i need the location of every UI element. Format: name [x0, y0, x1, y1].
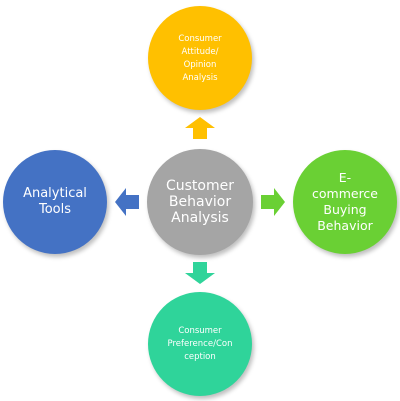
arrow-down-shape: [185, 262, 215, 284]
node-ecommerce-buying-behavior-label: E- commerce Buying Behavior: [312, 170, 378, 233]
arrow-right-shape: [261, 188, 285, 216]
node-consumer-attitude-label: Consumer Attitude/ Opinion Analysis: [178, 34, 222, 83]
node-consumer-preference: Consumer Preference/Con ception: [148, 292, 252, 396]
arrow-up-shape: [185, 117, 215, 139]
node-analytical-tools-label: Analytical Tools: [23, 186, 87, 217]
arrow-down-icon: [185, 262, 215, 284]
node-customer-behavior-analysis: Customer Behavior Analysis: [147, 149, 253, 255]
node-consumer-attitude: Consumer Attitude/ Opinion Analysis: [148, 6, 252, 110]
node-ecommerce-buying-behavior: E- commerce Buying Behavior: [293, 150, 397, 254]
node-customer-behavior-analysis-label: Customer Behavior Analysis: [165, 178, 234, 226]
arrow-right-icon: [261, 188, 285, 216]
arrow-left-shape: [115, 188, 139, 216]
node-analytical-tools: Analytical Tools: [3, 150, 107, 254]
arrow-left-icon: [115, 188, 139, 216]
node-consumer-preference-label: Consumer Preference/Con ception: [167, 325, 233, 362]
arrow-up-icon: [185, 117, 215, 139]
